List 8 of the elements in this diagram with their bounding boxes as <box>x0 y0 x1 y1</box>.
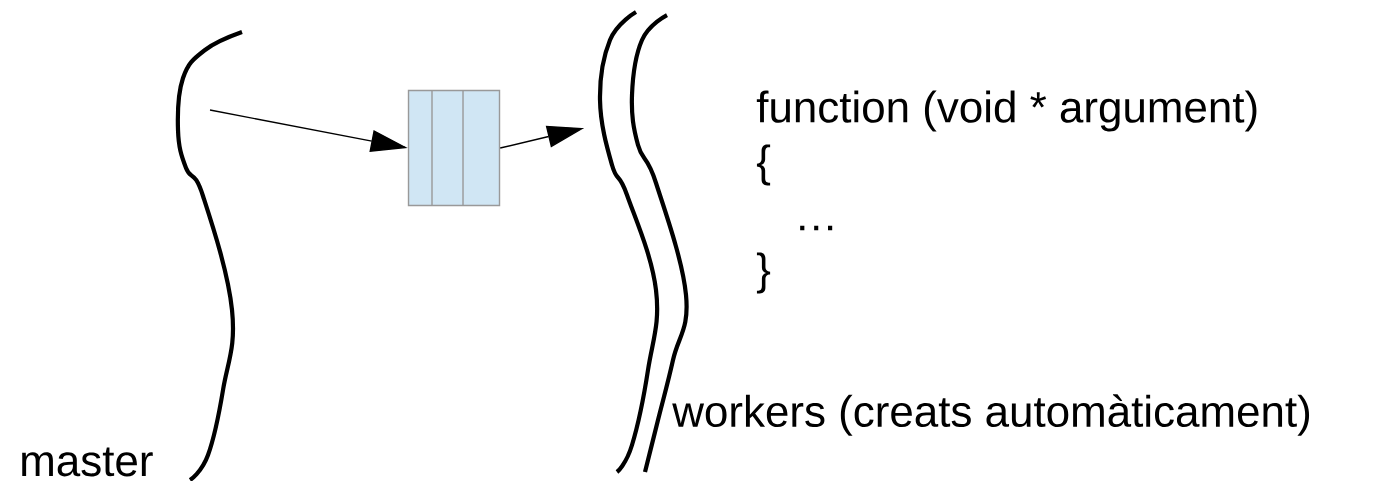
queue-box <box>407 89 501 207</box>
thread-name: master <box>22 447 153 477</box>
code-line: } <box>756 252 771 294</box>
code-line: { <box>756 144 771 186</box>
code-line: function (void * argument) <box>756 90 1257 132</box>
thread-line <box>175 30 243 481</box>
thread-name: workers (creats automàticament) <box>672 394 1310 436</box>
code-line: … <box>800 225 833 231</box>
